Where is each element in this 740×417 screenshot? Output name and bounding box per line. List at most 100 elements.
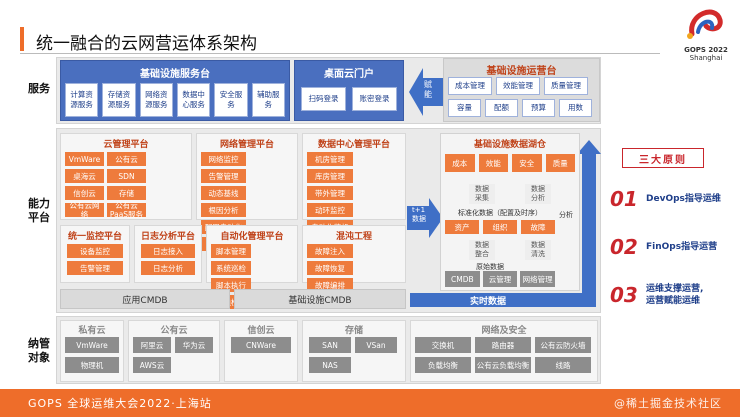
cloud-mgmt-item: SDN	[107, 169, 146, 183]
managed-network-security: 网络及安全 交换机路由器公有云防火墙负载均衡公有云负载均衡线路	[410, 320, 598, 382]
storage-item: NAS	[309, 357, 351, 373]
page-title: 统一融合的云网营运体系架构	[36, 34, 257, 54]
public-item: AWS云	[133, 357, 171, 373]
principles-title: 三大原则	[622, 148, 704, 168]
private-item: VmWare	[65, 337, 119, 353]
lake-mid-item: 组织	[483, 220, 517, 234]
infra-service-item: 计算资源服务	[65, 83, 99, 117]
public-title: 公有云	[160, 326, 188, 336]
row-label-service: 服务	[28, 82, 50, 95]
managed-xinchuang: 信创云 CNWare	[224, 320, 298, 382]
auto-title: 自动化管理平台	[220, 232, 284, 242]
public-item: 阿里云	[133, 337, 171, 353]
lake-raw-item: 网络管理	[520, 271, 556, 287]
lake-raw-label: 原始数据	[476, 263, 504, 271]
realtime-arrow-vertical	[582, 152, 596, 307]
monitor-items: 设备监控告警管理	[67, 244, 123, 275]
ops-item: 容量	[448, 99, 481, 117]
cloud-mgmt-item: VmWare	[65, 152, 104, 166]
lake-collect: 数据 采集	[469, 184, 495, 204]
swirl-logo-icon	[687, 9, 723, 39]
net-mgmt-title: 网络管理平台	[219, 140, 274, 150]
netsec-item: 交换机	[415, 337, 471, 353]
gops-logo: GOPS 2022 Shanghai	[676, 2, 736, 62]
lake-mid-item: 故障	[521, 220, 555, 234]
ops-item: 效能管理	[496, 77, 540, 95]
infra-service-item: 辅助服务	[251, 83, 285, 117]
accent-bar	[20, 27, 24, 51]
cloud-mgmt-item: 桌海云	[65, 169, 104, 183]
xinchuang-items: CNWare	[231, 337, 291, 353]
xinchuang-item: CNWare	[231, 337, 291, 353]
lake-analysis: 分析	[559, 211, 573, 219]
principle-number: 03	[610, 283, 638, 307]
cloud-mgmt-title: 云管理平台	[103, 140, 149, 150]
logo-text-year: GOPS 2022	[684, 46, 728, 54]
netsec-item: 负载均衡	[415, 357, 471, 373]
lake-integrate: 数据 整合	[469, 240, 495, 260]
portal-title: 桌面云门户	[324, 69, 374, 80]
netsec-item: 路由器	[475, 337, 531, 353]
private-item: 物理机	[65, 357, 119, 373]
empower-label: 赋能	[424, 80, 432, 99]
lake-metric: 安全	[512, 154, 542, 172]
ops-items: 成本管理效能管理质量管理容量配额预算用数	[448, 77, 595, 117]
auto-item: 脚本管理	[211, 244, 251, 258]
watermark: @稀土掘金技术社区	[614, 397, 722, 410]
infra-service-item: 存储资源服务	[102, 83, 136, 117]
principle-number: 02	[610, 235, 638, 259]
lake-metric: 质量	[545, 154, 575, 172]
private-title: 私有云	[78, 326, 106, 336]
storage-title: 存储	[344, 326, 363, 336]
lake-title: 基础设施数据湖仓	[473, 140, 546, 150]
storage-item: SAN	[309, 337, 351, 353]
lake-standard-data: 标准化数据（配置及时序）	[458, 209, 542, 217]
infra-service-item: 数据中心服务	[176, 83, 211, 117]
chaos-title: 混沌工程	[335, 232, 372, 242]
dc-mgmt-item: 带外管理	[307, 186, 353, 200]
netsec-item: 公有云防火墙	[535, 337, 591, 353]
xinchuang-title: 信创云	[247, 326, 275, 336]
empower-arrow-icon	[409, 68, 443, 116]
net-mgmt-item: 根因分析	[201, 203, 246, 217]
infra-service-items: 计算资源服务存储资源服务网络资源服务数据中心服务安全服务辅助服务	[65, 83, 285, 117]
managed-private-cloud: 私有云 VmWare 物理机	[60, 320, 124, 382]
monitor-item: 设备监控	[67, 244, 123, 258]
auto-platform: 自动化管理平台 脚本管理系统巡检脚本执行基线检测	[206, 225, 298, 309]
footer-bar: GOPS 全球运维大会2022·上海站 @稀土掘金技术社区	[0, 389, 740, 417]
row-label-capability: 能力 平台	[28, 197, 50, 224]
net-mgmt-item: 动态基线	[201, 186, 246, 200]
portal-items: 扫码登录账密登录	[301, 87, 397, 111]
realtime-arrow-bar	[410, 293, 596, 307]
log-items: 日志接入日志分析	[141, 244, 195, 275]
cloud-mgmt-item: 公有云网络	[65, 201, 104, 219]
lake-analyze: 数据 分析	[525, 184, 551, 204]
netsec-item: 线路	[535, 357, 591, 373]
log-item: 日志接入	[141, 244, 195, 258]
t1-data-label: t+1 数据	[412, 206, 426, 223]
portal-login-option: 扫码登录	[301, 87, 346, 111]
monitor-item: 告警管理	[67, 261, 123, 275]
cloud-mgmt-item: 公有云	[107, 152, 146, 166]
public-item: 华为云	[175, 337, 213, 353]
private-items: VmWare 物理机	[65, 337, 119, 373]
cloud-mgmt-item: 公有云PaaS服务	[107, 201, 146, 219]
lake-top-metrics: 成本效能安全质量	[445, 154, 575, 172]
auto-item: 系统巡检	[211, 261, 251, 275]
cloud-mgmt-item: 存储	[107, 186, 146, 200]
chaos-item: 故障注入	[307, 244, 353, 258]
dc-mgmt-items: 机房管理库房管理带外管理动环监控自动化装机	[307, 152, 401, 234]
auto-item: 脚本执行	[211, 278, 251, 292]
chaos-item: 故障编排	[307, 278, 353, 292]
dc-mgmt-title: 数据中心管理平台	[317, 140, 390, 150]
